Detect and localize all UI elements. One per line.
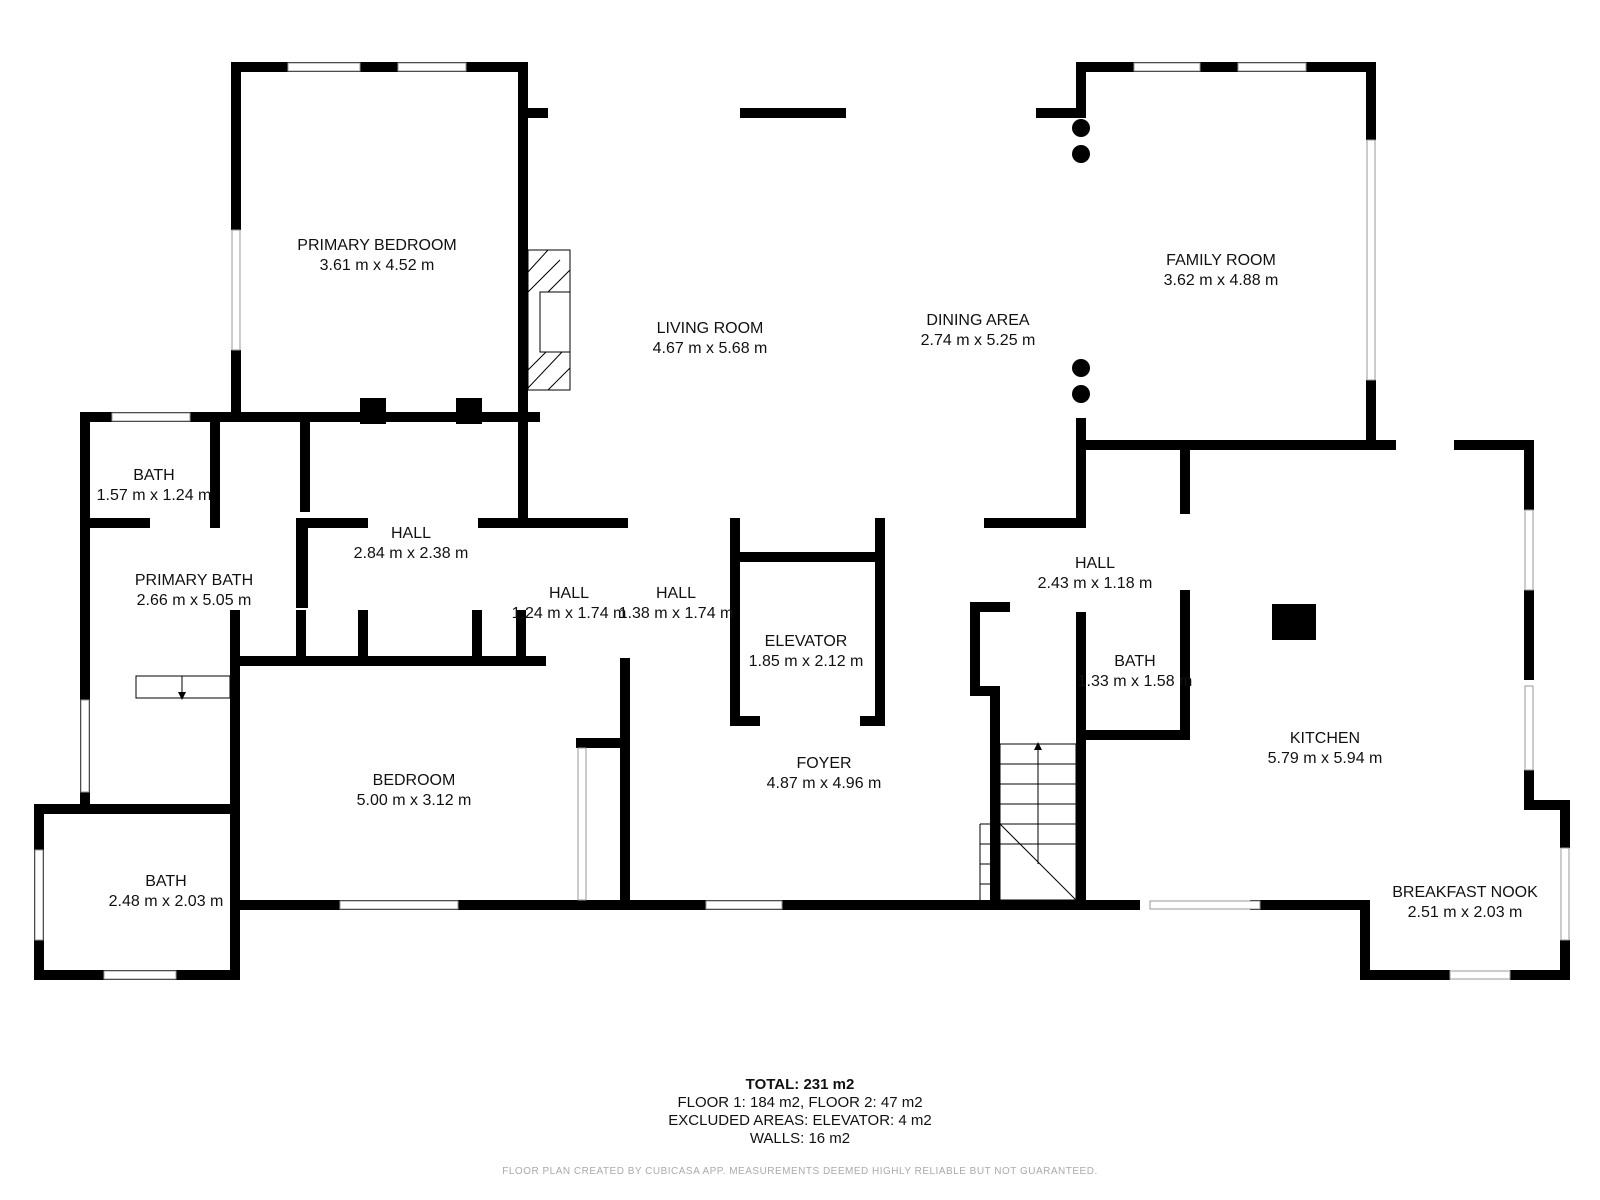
disclaimer: FLOOR PLAN CREATED BY CUBICASA APP. MEAS… <box>502 1166 1098 1177</box>
stairs <box>979 742 1077 901</box>
area-summary: TOTAL: 231 m2 FLOOR 1: 184 m2, FLOOR 2: … <box>0 1076 1600 1148</box>
walls <box>34 62 1570 980</box>
closet-rail <box>135 675 231 700</box>
excluded-areas: EXCLUDED AREAS: ELEVATOR: 4 m2 <box>668 1112 932 1129</box>
windows <box>34 62 1570 980</box>
wall-area: WALLS: 16 m2 <box>749 1130 851 1147</box>
fireplace <box>527 249 571 391</box>
floor-areas: FLOOR 1: 184 m2, FLOOR 2: 47 m2 <box>677 1094 923 1111</box>
total-area: TOTAL: 231 m2 <box>745 1076 855 1093</box>
